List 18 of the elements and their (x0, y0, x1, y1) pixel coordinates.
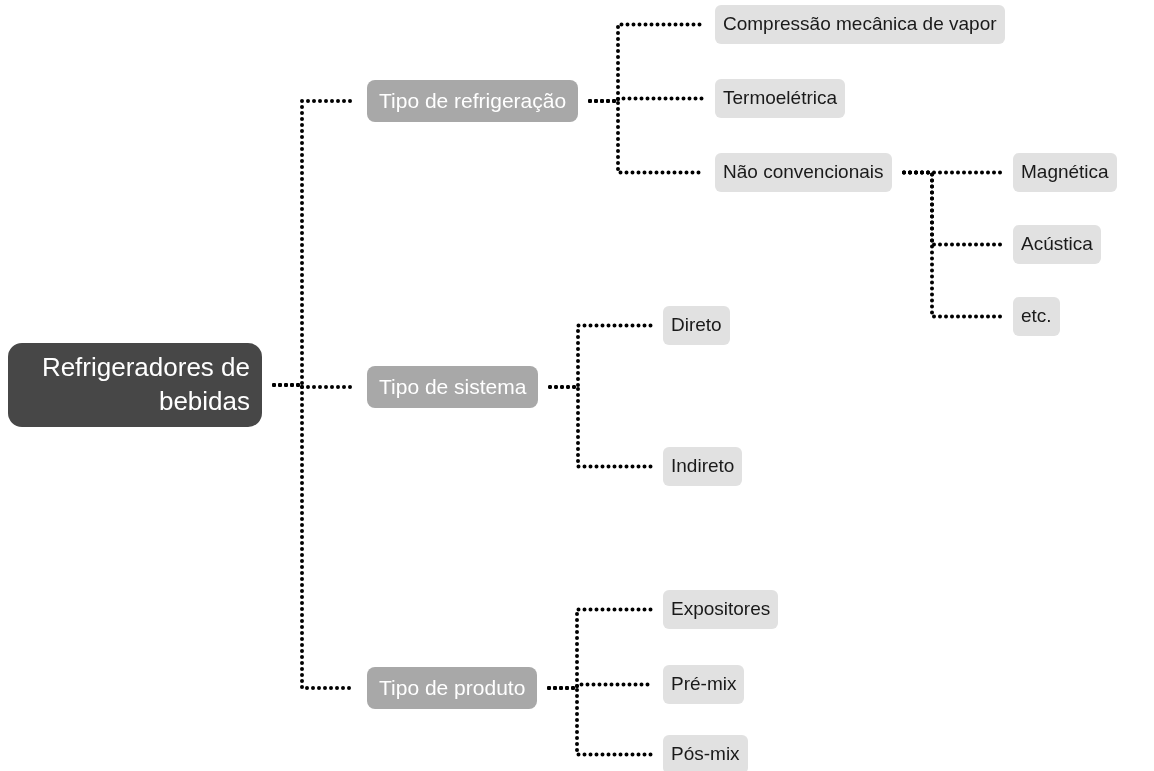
subtopic-box: etc. (1013, 297, 1060, 336)
subtopic-box: Acústica (1013, 225, 1101, 264)
dotted-connector (902, 170, 1003, 319)
topic-box: Tipo de refrigeração (367, 80, 579, 122)
topic-box: Tipo de sistema (367, 366, 539, 408)
dotted-connector (547, 686, 653, 757)
dotted-connector (548, 385, 653, 469)
subtopic-box: Pós-mix (663, 735, 748, 771)
topic-box: Tipo de produto (367, 667, 538, 709)
subtopic-box: Indireto (663, 447, 743, 486)
subtopic-box: Termoelétrica (715, 79, 846, 118)
subtopic-box: Pré-mix (663, 665, 745, 704)
subtopic-box: Expositores (663, 590, 779, 629)
root-topic-box: Refrigeradores de bebidas (8, 343, 262, 427)
subtopic-box: Magnética (1013, 153, 1117, 192)
subtopic-box: Direto (663, 306, 730, 345)
subtopic-box: Não convencionais (715, 153, 892, 192)
subtopic-box: Compressão mecânica de vapor (715, 5, 1005, 44)
